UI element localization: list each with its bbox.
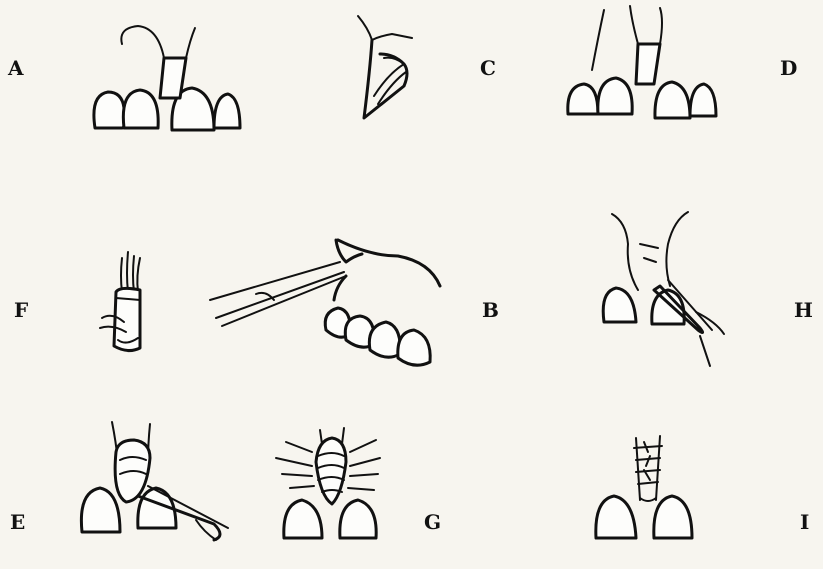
panel-f-drawing — [100, 252, 140, 351]
panel-label-g: G — [424, 512, 441, 532]
panel-c-drawing — [358, 16, 412, 118]
panel-label-d: D — [780, 58, 797, 78]
panel-e-drawing — [81, 422, 228, 540]
panel-i-drawing — [596, 436, 692, 538]
panel-label-e: E — [10, 512, 25, 532]
panel-label-i: I — [800, 512, 809, 532]
panel-d-drawing — [568, 6, 716, 118]
panel-a-drawing — [94, 26, 240, 130]
panel-label-h: H — [794, 300, 813, 320]
panel-label-b: B — [482, 300, 499, 320]
panel-label-f: F — [14, 300, 28, 320]
panel-g-drawing — [276, 428, 380, 538]
panel-label-c: C — [480, 58, 496, 78]
panel-b-drawing — [210, 240, 440, 365]
panel-h-drawing — [603, 212, 724, 366]
panel-label-a: A — [8, 58, 24, 78]
